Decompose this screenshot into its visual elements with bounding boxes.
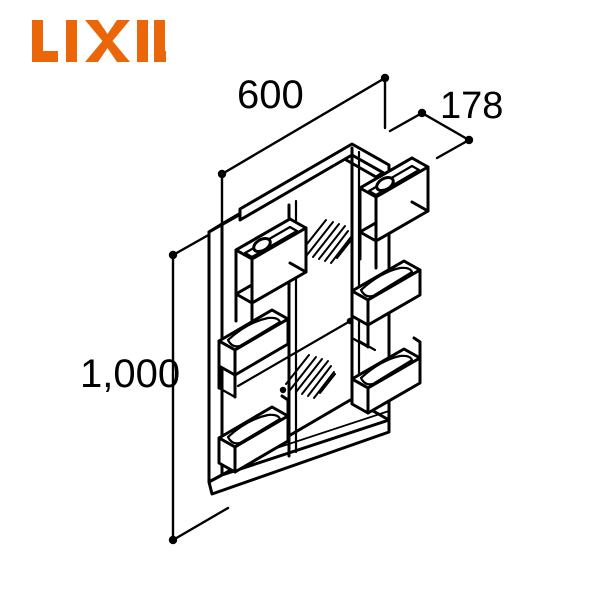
shelf-bracket-right-upper xyxy=(358,156,430,270)
cabinet-bottom-edge xyxy=(207,418,391,496)
mid-shelf-line xyxy=(236,318,354,388)
shelf-tray-left-lower xyxy=(217,394,290,474)
lixil-logo xyxy=(32,20,166,62)
shelf-tray-right-middle xyxy=(350,259,422,352)
dimension-label-width: 600 xyxy=(237,73,304,117)
dimension-depth-178 xyxy=(388,108,474,160)
shelf-tray-right-lower xyxy=(350,336,422,415)
shelf-connector-nodes xyxy=(279,317,354,394)
dimension-label-height: 1,000 xyxy=(80,352,181,396)
shelf-tray-left-middle xyxy=(217,308,290,399)
mirror-reflection-hatch-lower xyxy=(285,354,336,399)
dimension-label-depth: 178 xyxy=(440,85,504,127)
shelf-bracket-left-upper xyxy=(234,217,308,332)
